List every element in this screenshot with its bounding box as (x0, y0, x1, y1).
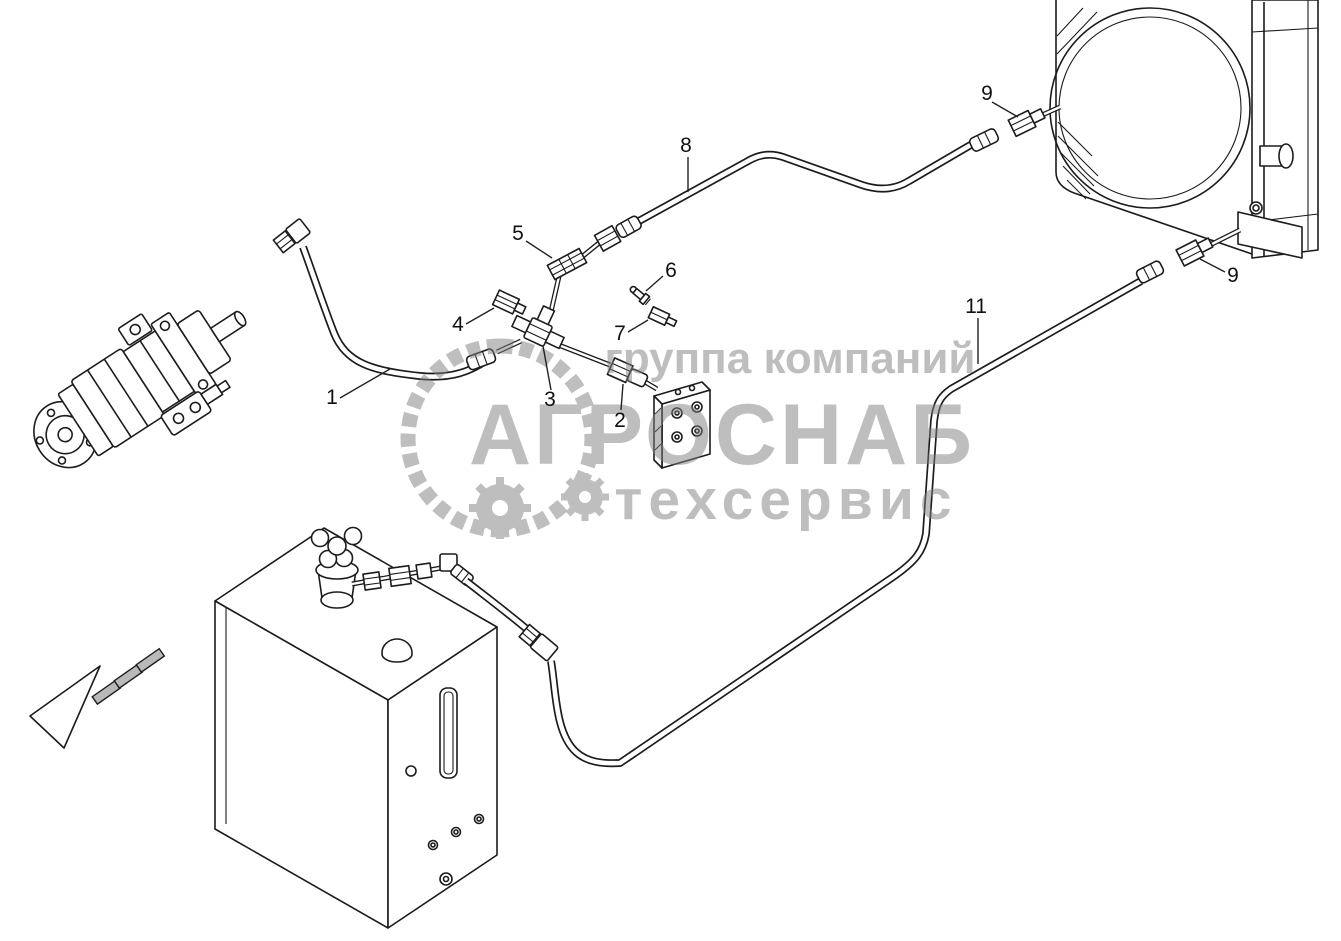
hose-11-group (518, 227, 1242, 768)
tank-plug (405, 765, 417, 777)
callout-3-label: 3 (544, 388, 556, 411)
callout-2-label: 2 (614, 409, 626, 432)
callout-7-label: 7 (614, 322, 626, 345)
fitting-cluster (491, 241, 711, 469)
breather-knob (327, 536, 347, 556)
hydraulic-tank (214, 527, 498, 929)
tank-cap-dome (381, 638, 413, 654)
pump-assembly (33, 310, 247, 469)
callout-2: 2 (614, 383, 626, 432)
breather-elbow (439, 553, 458, 572)
breather-coupling (388, 564, 412, 588)
fan-shroud-inner (1058, 16, 1242, 200)
callout-9-right-label: 9 (1227, 264, 1239, 287)
callout-4: 4 (452, 307, 495, 336)
gear-icon (469, 477, 531, 539)
fitting-9-right (1175, 237, 1214, 267)
arrow-head (29, 665, 101, 749)
callout-8-label: 8 (680, 134, 692, 157)
callout-6-label: 6 (665, 259, 677, 282)
callout-6: 6 (645, 259, 677, 292)
callout-9-top: 9 (981, 82, 1019, 118)
radiator-assembly (1049, 0, 1319, 259)
watermark-line-1: группа компаний (605, 334, 976, 383)
fitting-2 (606, 357, 649, 388)
callout-7: 7 (614, 319, 649, 345)
tee-fitting-3 (511, 305, 565, 350)
fan-shroud-outer (1049, 7, 1251, 209)
fitting-7 (647, 305, 678, 328)
watermark-line-3: техсервис (614, 468, 957, 532)
callout-11-label: 11 (965, 295, 987, 318)
hose-1-group (272, 218, 523, 381)
callout-4-label: 4 (452, 313, 464, 336)
callout-1: 1 (326, 368, 391, 409)
callout-8: 8 (680, 134, 692, 192)
fitting-9-top (1007, 108, 1046, 138)
direction-arrow (29, 647, 166, 749)
laurel-wreath-left (400, 338, 501, 538)
hose-11-crimp (1135, 260, 1165, 284)
callouts: 1 2 3 4 5 6 7 8 (326, 82, 1239, 432)
watermark-line-2: АГРОСНАБ (469, 387, 975, 483)
hose-1-elbow-fitting (272, 218, 311, 254)
bleed-valve-6 (629, 285, 651, 306)
gear-icon-small (561, 473, 609, 521)
callout-5: 5 (512, 222, 553, 259)
breather-filler-assembly (310, 526, 539, 640)
radiator-frame-left (1055, 0, 1253, 255)
callout-9-right: 9 (1199, 258, 1239, 287)
valve-block (653, 381, 711, 469)
callout-11: 11 (965, 295, 987, 364)
callout-1-label: 1 (326, 386, 338, 409)
fitting-4 (491, 289, 527, 315)
tank-right-face (387, 626, 498, 929)
hose-8-crimp (968, 128, 1000, 152)
hose-8-group (593, 104, 1062, 252)
callout-3: 3 (542, 345, 556, 411)
callout-9-top-label: 9 (981, 82, 993, 105)
callout-5-label: 5 (512, 222, 524, 245)
breather-hex-fitting (362, 571, 382, 591)
laurel-wreath-right (499, 338, 600, 538)
coupling-5 (546, 247, 588, 281)
radiator-side-panel (1251, 0, 1319, 259)
tank-sight-glass (439, 687, 458, 779)
hose-8-end-fitting (593, 215, 642, 252)
watermark: группа компаний АГРОСНАБ техсервис (400, 334, 976, 539)
tank-elbow-fitting (518, 623, 559, 662)
